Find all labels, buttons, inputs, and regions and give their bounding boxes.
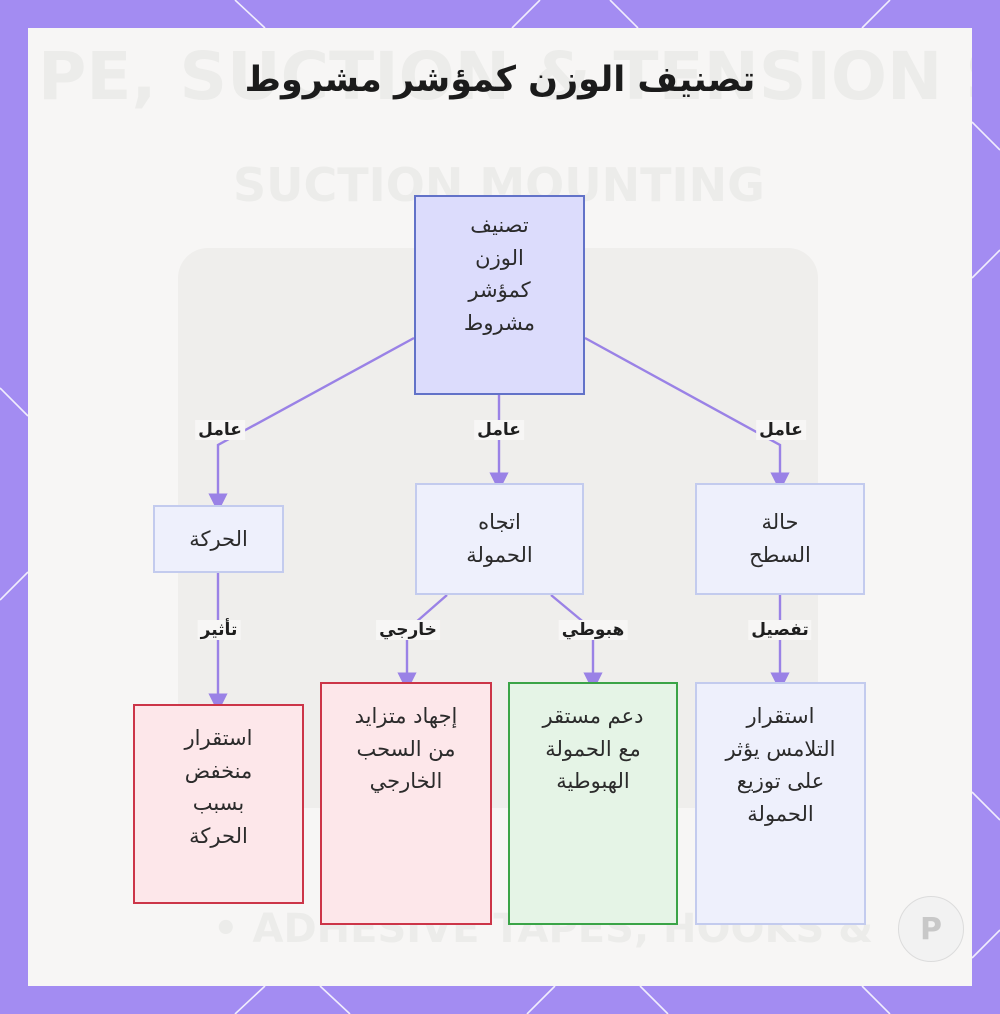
diagram-title: تصنيف الوزن كمؤشر مشروط [244,60,756,100]
edge-label-external: خارجي [376,620,440,640]
edge-root-surface [584,336,790,492]
node-load-direction: اتجاه الحمولة [415,483,584,595]
node-surface-state: حالة السطح [695,483,865,595]
edge-label-factor: عامل [756,420,806,440]
node-root: تصنيف الوزن كمؤشر مشروط [414,195,585,395]
brand-logo-icon: P [898,896,964,962]
edge-root-motion [208,336,415,513]
edge-label-downward: هبوطي [558,620,628,640]
edge-label-detail: تفصيل [748,620,812,640]
node-low-stability: استقرار منخفض بسبب الحركة [133,704,304,904]
edge-label-effect: تأثير [197,620,241,640]
node-contact-stability: استقرار التلامس يؤثر على توزيع الحمولة [695,682,866,925]
edge-label-factor: عامل [474,420,524,440]
watermark-text: PE, SUCTION & TENSION SO [38,38,972,115]
edge-label-factor: عامل [195,420,245,440]
node-external-stress: إجهاد متزايد من السحب الخارجي [320,682,492,925]
node-motion: الحركة [153,505,284,573]
node-stable-support: دعم مستقر مع الحمولة الهبوطية [508,682,678,925]
